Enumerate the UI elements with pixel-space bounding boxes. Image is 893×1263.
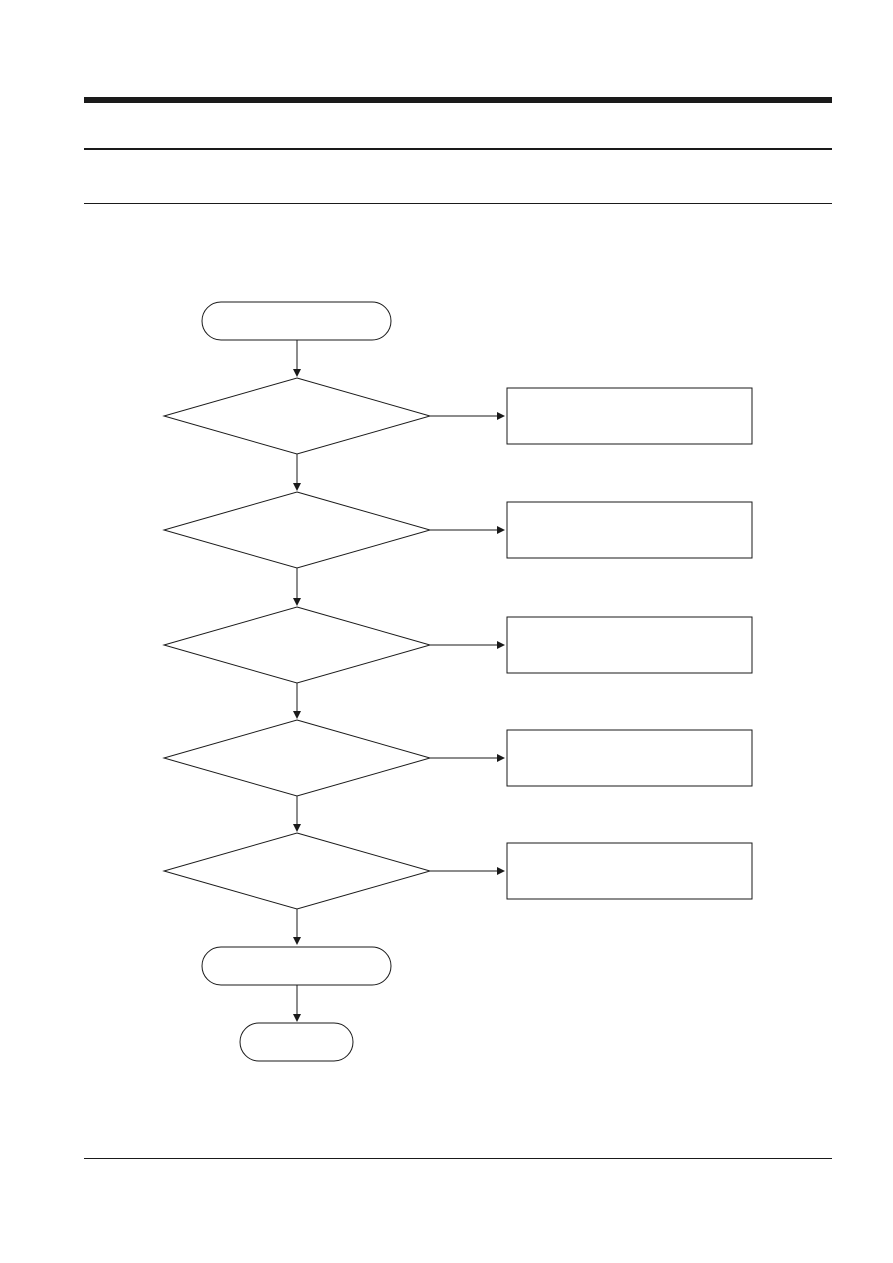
decision-diamond xyxy=(162,606,432,684)
header-rule-mid xyxy=(84,148,832,150)
footer-rule xyxy=(84,1158,832,1159)
decision-diamond xyxy=(162,832,432,910)
header-rule-bottom xyxy=(84,203,832,204)
decision-diamond xyxy=(162,719,432,797)
decision-diamond xyxy=(162,377,432,455)
action-box xyxy=(506,729,753,787)
header-rule-thick xyxy=(84,97,832,103)
action-box xyxy=(506,501,753,559)
action-box xyxy=(506,842,753,900)
final-step-terminator xyxy=(201,946,392,986)
end-terminator xyxy=(239,1022,354,1062)
decision-diamond xyxy=(162,491,432,569)
start-terminator xyxy=(201,301,392,341)
action-box xyxy=(506,387,753,445)
action-box xyxy=(506,616,753,674)
